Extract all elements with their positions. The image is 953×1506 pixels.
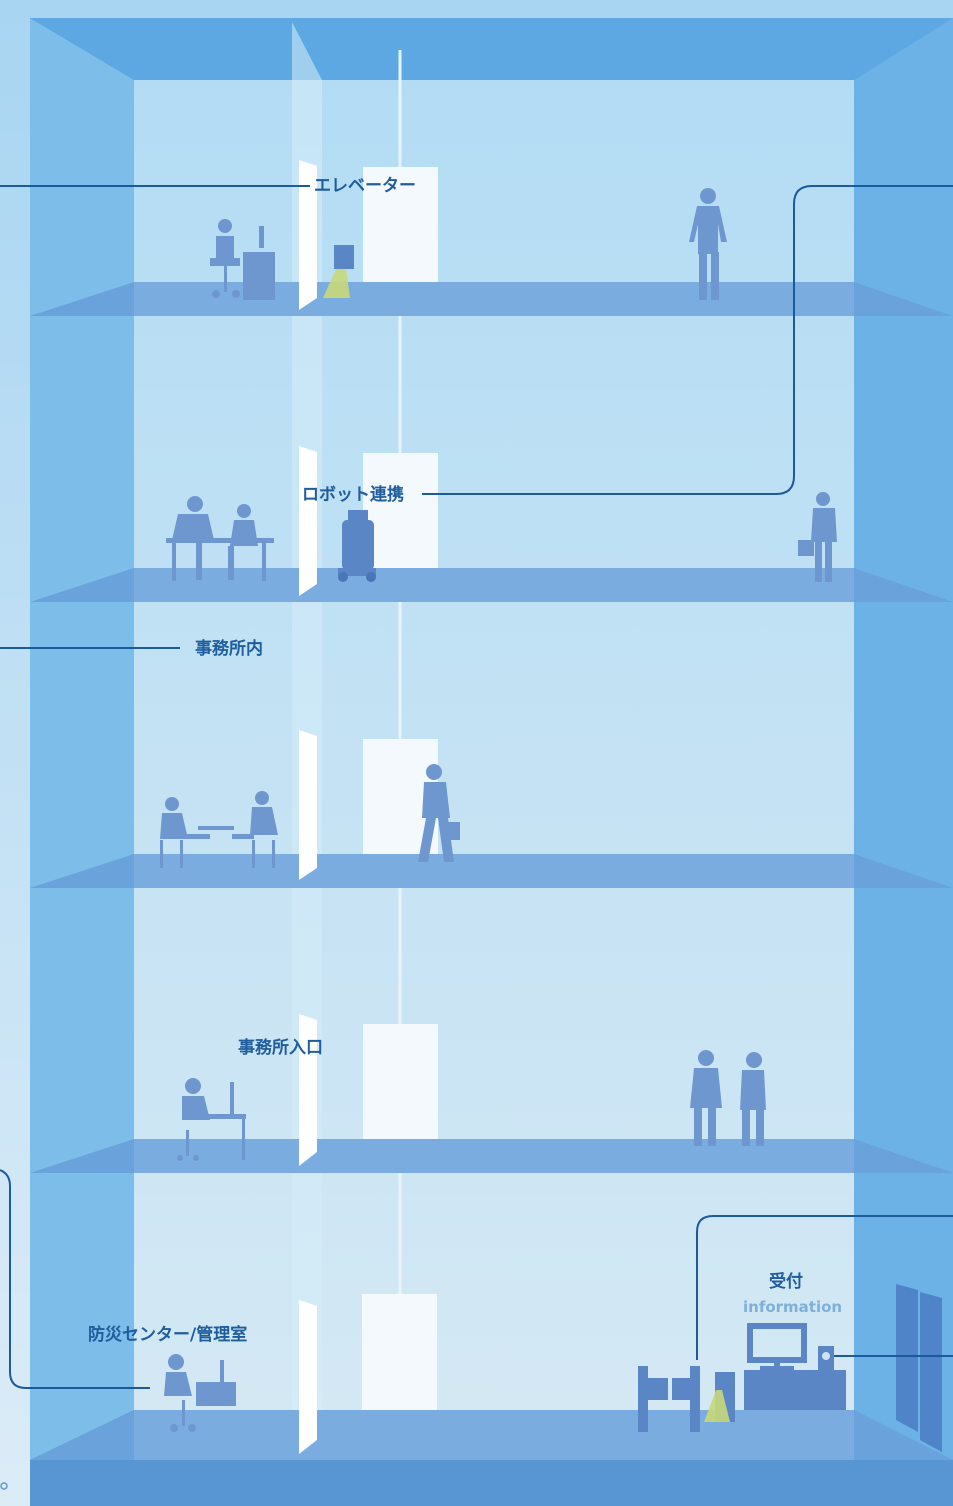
person-with-bag-icon <box>798 492 837 582</box>
building-interior <box>134 80 854 1410</box>
reception-desk-icon <box>744 1323 846 1410</box>
robot-icon <box>338 510 376 582</box>
operator-at-desk-icon <box>164 1354 236 1432</box>
label-robot-integration: ロボット連携 <box>302 485 404 505</box>
person-at-computer-icon <box>177 1078 246 1161</box>
silhouettes <box>160 188 942 1452</box>
label-reception: 受付 <box>769 1272 803 1292</box>
callout-line-disaster-center <box>0 1169 150 1389</box>
label-elevator: エレベーター <box>314 176 416 196</box>
label-reception-sub: information <box>743 1298 843 1316</box>
sensor-beam <box>323 269 350 298</box>
floor-slabs <box>30 282 953 1460</box>
sensor-device-icon <box>334 245 354 269</box>
door <box>299 160 438 310</box>
door <box>299 446 438 596</box>
door <box>299 1014 438 1166</box>
decorative-mark <box>0 1482 8 1490</box>
label-office-entrance: 事務所入口 <box>238 1038 323 1058</box>
callout-line-robot <box>422 185 953 495</box>
left-wall <box>30 18 134 1460</box>
meeting-table-icon <box>166 496 274 581</box>
entrance-doors-icon <box>896 1284 942 1452</box>
label-disaster-center: 防災センター/管理室 <box>88 1325 248 1345</box>
callout-lines <box>0 185 953 1389</box>
person-on-phone-icon <box>689 188 727 300</box>
right-wall <box>854 18 953 1460</box>
door <box>299 1294 437 1454</box>
label-office-inside: 事務所内 <box>195 639 263 659</box>
security-gate-icon <box>638 1366 735 1432</box>
seated-meeting-icon <box>160 791 278 868</box>
walking-person-icon <box>418 764 460 862</box>
sensor-beam <box>704 1390 730 1422</box>
ceiling <box>30 18 953 80</box>
standing-conversation-icon <box>690 1050 766 1146</box>
callout-line-reception <box>696 1215 953 1360</box>
ground-base <box>30 1460 953 1506</box>
person-at-desk-icon <box>210 219 275 300</box>
